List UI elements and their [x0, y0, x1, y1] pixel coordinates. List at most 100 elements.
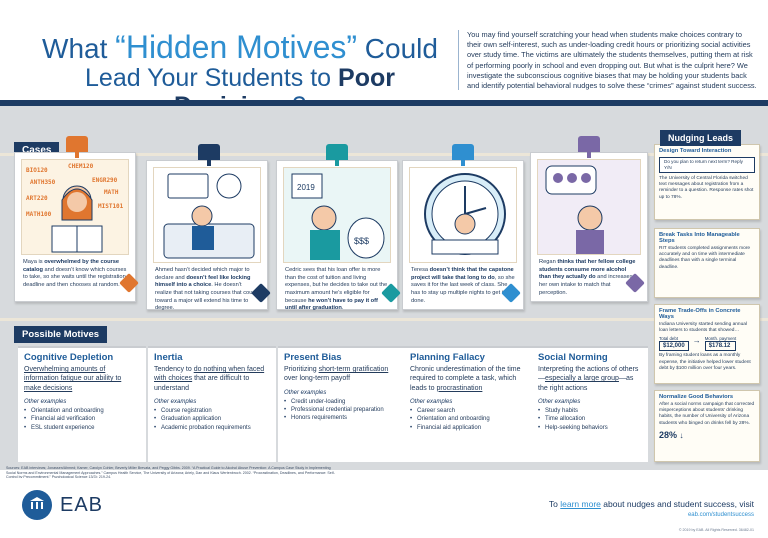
motive-definition-part: Tendency to [154, 366, 194, 373]
case-illustration [537, 159, 641, 255]
course-code: MIST101 [98, 203, 124, 210]
footer-url-link[interactable]: eab.com/studentsuccess [687, 512, 754, 518]
lead-card: Normalize Good Behaviors After a social … [654, 390, 760, 462]
motive-title: Social Norming [538, 352, 608, 363]
motive-definition-underlined: do nothing when faced with choices [154, 366, 265, 383]
student-couch-icon [163, 173, 255, 259]
lead-body: Indiana University started sending annua… [659, 322, 747, 334]
learn-more-link[interactable]: learn more [560, 499, 601, 509]
motive-definition-part: over long-term payoff [284, 375, 351, 383]
case-text: Regan thinks that her fellow college stu… [539, 259, 639, 297]
title-part: Lead Your Students to [85, 64, 339, 93]
motive-title: Present Bias [284, 352, 342, 363]
lead-title: Frame Trade-Offs in Concrete Ways [659, 308, 741, 320]
motive-title: Planning Fallacy [410, 352, 485, 363]
motive-inertia: Inertia Tendency to do nothing when face… [148, 346, 276, 462]
case-text-part: . He doesn’t realize that not taking cou… [155, 282, 258, 312]
case-text-part: . [341, 305, 344, 312]
stat-number: 28% [659, 429, 678, 440]
motive-definition: Prioritizing short-term gratification ov… [278, 365, 406, 384]
calendar-year: 2019 [297, 183, 315, 192]
title-part: What [42, 33, 116, 64]
course-code: CHEM120 [68, 163, 94, 170]
clip-icon [578, 136, 600, 158]
case-card-ahmed: Ahmed hasn’t decided which major to decl… [146, 160, 268, 313]
case-card-teresa: Teresa doesn’t think that the capstone p… [402, 160, 524, 310]
columns-icon [30, 497, 44, 509]
motive-definition: Tendency to do nothing when faced with c… [148, 365, 276, 393]
case-text-bold: doesn’t think that the capstone project … [411, 267, 514, 281]
case-illustration [153, 167, 261, 263]
motive-definition-underlined: procrastination [436, 384, 483, 392]
motive-definition-underlined: short-term gratification [318, 366, 389, 373]
lead-body: By framing student loans as a monthly ex… [659, 353, 751, 371]
student-reading-icon: BIO120 CHEM120 ANTH350 ENGR290 MATH ART2… [26, 163, 124, 253]
motive-definition-part: Prioritizing [284, 366, 319, 373]
motive-definition: Chronic underestimation of the time requ… [404, 365, 532, 393]
motive-planning-fallacy: Planning Fallacy Chronic underestimation… [404, 346, 532, 462]
student-money-icon: 2019 $$$ [291, 173, 385, 260]
student-thinking-icon [545, 165, 604, 254]
learn-more-text: To learn more about nudges and student s… [549, 499, 754, 509]
lead-card: Break Tasks Into Manageable Steps RIT st… [654, 228, 760, 298]
learn-part: To [548, 499, 561, 509]
case-text: Maya is overwhelmed by the course catalo… [23, 259, 127, 290]
footer [0, 478, 768, 538]
course-code: BIO120 [26, 167, 48, 174]
examples-list: Orientation and onboarding Financial aid… [18, 407, 146, 431]
debt-comparison: Total debt$12,000 → Month. payment$178.1… [659, 336, 737, 352]
case-text: Ahmed hasn’t decided which major to decl… [155, 267, 259, 313]
motive-definition-underlined: especially a large group [545, 375, 619, 383]
list-item: Graduation application [154, 415, 270, 423]
case-illustration [409, 167, 517, 263]
lead-title: Normalize Good Behaviors [659, 394, 734, 400]
intro-text: You may find yourself scratching your he… [467, 30, 757, 91]
list-item: Time allocation [538, 415, 642, 423]
lead-body: The University of Central Florida switch… [659, 175, 754, 200]
list-item: Financial aid application [410, 424, 526, 432]
case-text-part: Maya is [23, 259, 45, 265]
text-bubble: Do you plan to return next term? Reply Y… [659, 157, 755, 173]
case-card-maya: BIO120 CHEM120 ANTH350 ENGR290 MATH ART2… [14, 152, 136, 302]
motive-cognitive-depletion: Cognitive Depletion Overwhelming amounts… [18, 346, 146, 462]
list-item: Help-seeking behaviors [538, 424, 642, 432]
case-text-part: , so she saves it for the last week of c… [411, 274, 515, 304]
amount-value: $178.12 [704, 341, 737, 352]
case-illustration: BIO120 CHEM120 ANTH350 ENGR290 MATH ART2… [21, 159, 129, 255]
copyright: © 2019 by EAB. All Rights Reserved. 3648… [678, 528, 754, 532]
case-text-part: Cedric sees that his loan offer is more … [285, 267, 388, 304]
clothesline [0, 318, 768, 321]
clip-icon [452, 144, 474, 166]
divider [458, 30, 459, 90]
course-code: ANTH350 [30, 179, 56, 186]
motive-definition-underlined: Overwhelming amounts of information fati… [24, 366, 122, 392]
examples-list: Study habits Time allocation Help-seekin… [532, 407, 648, 431]
case-text-bold: he won’t have to pay it off until after … [285, 297, 378, 312]
learn-part: about nudges and student success, visit [600, 499, 754, 509]
case-text-bold: doesn’t feel like locking himself into a… [155, 274, 251, 289]
clip-icon [66, 136, 88, 158]
amount-value: $12,000 [659, 341, 689, 352]
brand-name: EAB [60, 494, 104, 516]
case-illustration: 2019 $$$ [283, 167, 391, 263]
money-bag-label: $$$ [354, 236, 369, 246]
list-item: Honors requirements [284, 414, 400, 422]
clothesline [0, 153, 768, 156]
examples-label: Other examples [154, 399, 197, 406]
course-code: ART220 [26, 195, 48, 202]
list-item: Academic probation requirements [154, 424, 270, 432]
list-item: Career search [410, 407, 526, 415]
motive-definition: Interpreting the actions of others—espec… [532, 365, 648, 393]
list-item: Orientation and onboarding [24, 407, 140, 415]
clock-icon [424, 173, 506, 255]
case-text-part: Regan [539, 259, 558, 265]
header-band [0, 100, 768, 106]
header: What “Hidden Motives” Could Lead Your St… [0, 0, 768, 119]
case-text-bold: overwhelmed by the course catalog [23, 259, 120, 273]
examples-label: Other examples [538, 399, 581, 406]
examples-label: Other examples [284, 389, 327, 396]
motive-definition-part: —as the right actions [538, 375, 634, 392]
lead-body: RIT students completed assignments more … [659, 246, 751, 270]
motive-present-bias: Present Bias Prioritizing short-term gra… [278, 346, 406, 462]
clip-icon [326, 144, 348, 166]
